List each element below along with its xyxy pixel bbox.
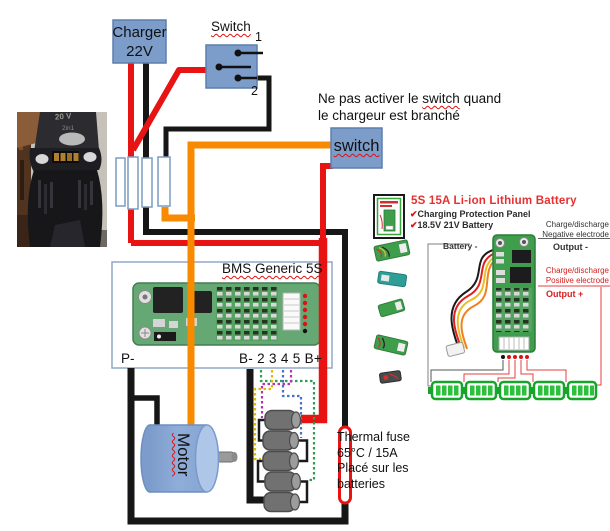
product-panel-art: [373, 194, 610, 401]
charger-label-line2: 22V: [126, 42, 153, 60]
warning-note-word: switch: [422, 91, 460, 106]
lower-switch-label: switch: [333, 137, 380, 155]
fuse-note-line4: batteries: [337, 476, 385, 491]
switch-box: [205, 44, 263, 89]
pos-line1: Charge/discharge: [545, 266, 609, 275]
device-photo: [17, 112, 107, 247]
bplus-wire: [301, 238, 328, 424]
bms-product-pcb: [492, 234, 536, 359]
battery-cell: [264, 409, 302, 431]
motor-label: Motor: [174, 433, 193, 477]
product-title: 5S 15A Li-ion Lithium Battery: [411, 195, 577, 207]
negative-electrode-label: Charge/discharge Negative electrode: [533, 220, 609, 239]
fuse-note-line1: Thermal fuse: [337, 430, 410, 444]
switch-terminal1-label: 1: [255, 30, 262, 44]
thermal-fuse: [338, 425, 352, 505]
negative-return-wire: [127, 368, 349, 525]
charger-label: Charger 22V: [112, 20, 167, 63]
product-thumbnail-main: [373, 194, 405, 239]
switch-label: Switch: [211, 19, 251, 34]
pos-line2: Positive electrode: [545, 275, 609, 285]
fuse-note-line2: 65°C / 15A: [337, 445, 398, 460]
lower-switch-wire: [320, 163, 333, 240]
battery-icon: [428, 380, 464, 401]
switch-contact-1: [234, 49, 242, 57]
battery-icon: [462, 380, 498, 401]
battery-icon-row: [428, 380, 598, 401]
battery-icon: [496, 380, 532, 401]
battery-pack: [256, 409, 309, 513]
battery-cell: [263, 491, 301, 513]
warning-note-line2: le chargeur est branché: [318, 108, 460, 123]
switch-contact-2: [234, 74, 242, 82]
warning-note-part1: Ne pas activer le: [318, 91, 423, 106]
product-thumbnail: [377, 298, 406, 318]
bms-pcb-image: [132, 282, 321, 346]
bms-bminus-wire: [246, 369, 266, 504]
cell-link: [256, 459, 265, 483]
warning-note: Ne pas activer le switch quand le charge…: [318, 90, 528, 124]
annotation-frame-line: [427, 243, 470, 387]
neg-line1: Charge/discharge: [545, 220, 609, 229]
bms-pminus-label: P-: [121, 351, 135, 366]
warning-note-part2: quand: [459, 91, 502, 106]
bms-pin-row-label: B- 2 3 4 5 B+: [239, 351, 323, 366]
positive-electrode-label: Charge/discharge Positive electrode: [533, 266, 609, 285]
sense-wire-4: [281, 370, 303, 438]
photo-model-text: 2in1: [62, 125, 75, 132]
output-minus-label: Output -: [553, 242, 588, 252]
product-feature-2-text: 18.5V 21V Battery: [417, 220, 494, 230]
output-plus-label: Output +: [546, 289, 584, 299]
battery-cell: [262, 430, 300, 451]
positive-frame-line: [597, 287, 602, 386]
product-feature-1: ✔Charging Protection Panel: [410, 209, 531, 220]
product-thumbnail: [379, 370, 402, 384]
fuse-note-line3: Placé sur les: [337, 461, 409, 475]
product-feature-2: ✔18.5V 21V Battery: [410, 220, 493, 231]
bms-box: [111, 261, 333, 369]
motor-negative-wire: [131, 395, 160, 426]
motor: [140, 424, 238, 493]
cell-link: [298, 439, 309, 463]
battery-cell: [262, 450, 300, 472]
thermal-fuse-note: Thermal fuse 65°C / 15A Placé sur les ba…: [337, 430, 410, 492]
sense-wire-2: [259, 370, 316, 482]
cell-link: [257, 418, 265, 442]
check-icon: ✔: [410, 220, 418, 230]
switch-common-wire: [130, 67, 206, 152]
cell-link: [299, 480, 309, 504]
switch-terminal2-wire: [163, 75, 272, 160]
sense-wire-5: [260, 370, 293, 418]
product-thumbnail: [373, 334, 409, 356]
battery-leader-lines: [430, 360, 567, 382]
balance-wire-bundle: [445, 249, 494, 357]
photo-brand-text: 20 V: [54, 111, 72, 122]
battery-connector-slats: [115, 156, 171, 210]
product-thumbnail: [377, 270, 408, 288]
lower-switch-box: [330, 127, 383, 169]
orange-connector-stub: [161, 207, 195, 222]
check-icon: ✔: [410, 209, 418, 219]
charger-label-line1: Charger: [112, 23, 167, 41]
battery-icon: [530, 380, 566, 401]
bms-title: BMS Generic 5S: [222, 261, 323, 276]
switch-terminal2-label: 2: [251, 84, 258, 98]
product-thumbnail: [373, 239, 411, 262]
battery-cell: [264, 471, 302, 492]
charger-box: [112, 19, 167, 64]
charger-negative-wire: [143, 60, 348, 427]
battery-minus-label: Battery -: [443, 241, 478, 251]
battery-icon: [564, 380, 598, 401]
sense-wire-3: [253, 370, 274, 461]
switch-common-contact: [215, 63, 223, 71]
switch-orange-wire: [187, 141, 331, 425]
product-feature-1-text: Charging Protection Panel: [417, 209, 531, 219]
neg-line2: Negative electrode: [542, 229, 609, 239]
